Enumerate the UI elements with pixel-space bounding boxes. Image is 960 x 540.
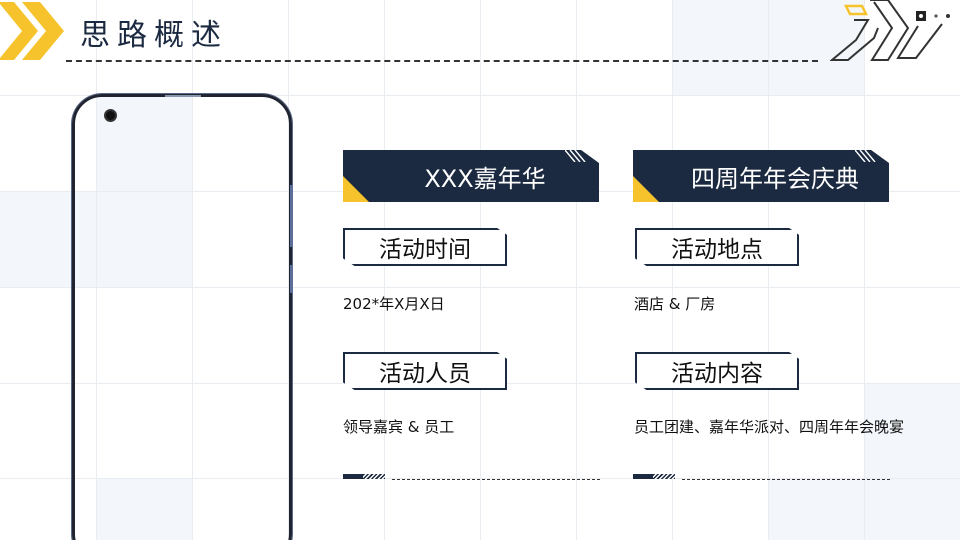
tag-activity-time: 活动时间 — [343, 228, 507, 266]
footer-dashed-line — [392, 479, 600, 480]
phone-mockup — [72, 94, 292, 540]
tag-label: 活动人员 — [379, 361, 471, 387]
grid-tile — [864, 383, 960, 540]
phone-speaker — [165, 95, 201, 97]
chevron-double-right-icon — [0, 2, 64, 60]
banner-carnival: XXX嘉年华 — [343, 150, 599, 202]
tag-activity-content: 活动内容 — [635, 352, 799, 390]
phone-side-button — [290, 185, 293, 247]
tag-label: 活动地点 — [671, 237, 763, 263]
tag-activity-location: 活动地点 — [635, 228, 799, 266]
title-underline-dashed — [66, 60, 818, 62]
footer-hatch — [653, 474, 675, 479]
activity-location-value: 酒店 & 厂房 — [634, 295, 716, 313]
phone-side-button — [290, 265, 293, 293]
banner-title: XXX嘉年华 — [424, 164, 546, 193]
page-title: 思路概述 — [80, 18, 228, 53]
grid-tile — [96, 478, 192, 540]
footer-bar — [343, 474, 363, 479]
footer-hatch — [363, 474, 385, 479]
chevron-triple-right-icon — [830, 0, 950, 61]
activity-people-value: 领导嘉宾 & 员工 — [343, 418, 455, 436]
footer-bar — [633, 474, 653, 479]
banner-title: 四周年年会庆典 — [691, 164, 859, 193]
banner-anniversary: 四周年年会庆典 — [633, 150, 889, 202]
activity-content-value: 员工团建、嘉年华派对、四周年年会晚宴 — [634, 418, 905, 436]
camera-icon — [104, 109, 117, 122]
tag-label: 活动时间 — [379, 237, 471, 263]
stripes-icon — [565, 150, 586, 162]
grid-tile — [768, 478, 864, 540]
tag-activity-people: 活动人员 — [343, 352, 507, 390]
activity-time-value: 202*年X月X日 — [343, 295, 445, 313]
grid-tile — [0, 192, 96, 287]
footer-dashed-line — [682, 479, 890, 480]
stripes-icon — [855, 150, 876, 162]
tag-label: 活动内容 — [671, 361, 763, 387]
